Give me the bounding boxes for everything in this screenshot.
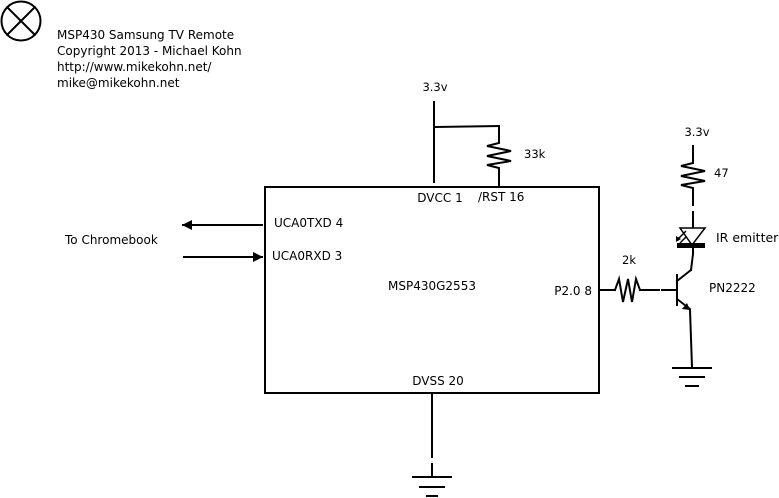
ground-icon	[672, 367, 712, 387]
pin-p20-label: P2.0 8	[554, 284, 592, 298]
led-label: IR emitter	[716, 230, 779, 245]
r-pullup-label: 33k	[524, 147, 546, 161]
collector-wire	[689, 252, 695, 272]
pin-dvss-label: DVSS 20	[412, 374, 464, 388]
header-line-url: http://www.mikekohn.net/	[57, 60, 212, 74]
vcc-chip-label: 3.3v	[422, 80, 447, 94]
transistor-label: PN2222	[709, 281, 756, 295]
chromebook-label: To Chromebook	[64, 233, 158, 247]
resistor-icon	[613, 275, 642, 303]
resistor-icon	[680, 159, 706, 206]
header-text: MSP430 Samsung TV Remote Copyright 2013 …	[57, 28, 242, 90]
npn-transistor-icon	[661, 268, 693, 311]
r-base-label: 2k	[622, 253, 636, 267]
resistor-icon	[486, 125, 512, 187]
pin-rst-label: /RST 16	[478, 190, 524, 204]
emitter-wire	[688, 308, 694, 369]
r-led-label: 47	[714, 166, 729, 180]
header-line-title: MSP430 Samsung TV Remote	[57, 28, 234, 42]
header-line-email: mike@mikekohn.net	[57, 76, 180, 90]
pin-dvcc-label: DVCC 1	[417, 191, 462, 205]
vcc-led-label: 3.3v	[684, 125, 709, 139]
ground-icon	[412, 463, 452, 497]
header-line-copyright: Copyright 2013 - Michael Kohn	[57, 44, 242, 58]
lamp-icon	[0, 0, 42, 42]
led-icon	[676, 227, 707, 248]
pin-txd-label: UCA0TXD 4	[274, 216, 343, 230]
rst-pullup-wire	[434, 124, 501, 129]
chip-name: MSP430G2553	[388, 279, 476, 293]
pin-rxd-label: UCA0RXD 3	[272, 249, 342, 263]
